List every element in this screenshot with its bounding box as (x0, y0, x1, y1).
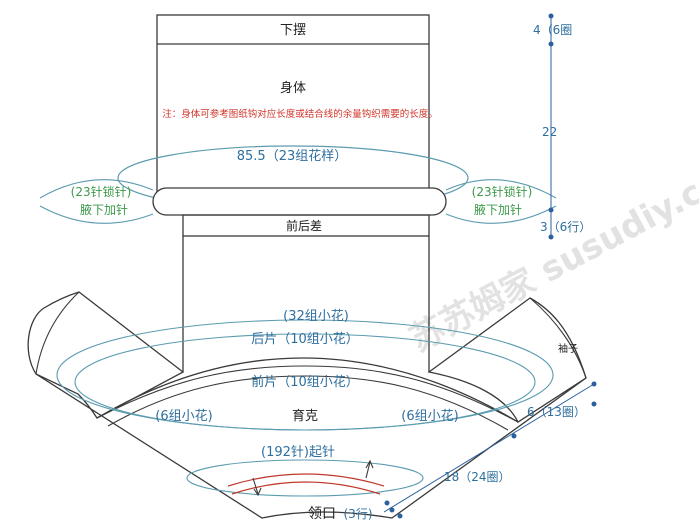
depth-middle-label: 22 (542, 125, 557, 139)
yoke-depth-line (383, 383, 595, 513)
cast-on-label: (192针)起针 (261, 445, 335, 460)
underarm-right-increase: 腋下加针 (474, 202, 522, 217)
left-sleeve-flowers-label: (6组小花) (155, 408, 212, 424)
depth-dot (548, 41, 554, 47)
neckline-ring (186, 459, 424, 497)
yoke-inner-arc (96, 365, 519, 423)
hem-label: 下摆 (280, 23, 306, 38)
yoke-total-label: (32组小花) (283, 308, 349, 324)
depth-bottom-label: 3（6行） (540, 220, 591, 234)
front-back-diff-box (182, 214, 430, 237)
front-back-diff-label: 前后差 (286, 218, 322, 233)
yoke-inner-arc-2 (107, 375, 509, 431)
underarm-band (152, 187, 447, 216)
left-underarm-arc-bottom (39, 205, 154, 224)
neckline-band-inner (231, 481, 381, 495)
yoke-depth-dot (397, 513, 403, 519)
yoke-depth-dot (591, 381, 597, 387)
cast-on-arrowhead-right (365, 459, 374, 469)
neckline-rows-label: (3行) (344, 507, 373, 521)
cast-on-arrow-left (252, 477, 259, 495)
yoke-label: 育克 (292, 408, 318, 424)
depth-top-label: 4（6圈 (533, 23, 572, 37)
body-label: 身体 (280, 80, 306, 96)
neckline-band-outer (227, 473, 385, 487)
yoke-ring-inner (74, 333, 536, 431)
depth-dot (548, 207, 554, 213)
yoke-depth-dot (591, 401, 597, 407)
yoke-outer-edge (35, 373, 587, 519)
underarm-right-stitches: (23针锁针) (472, 184, 533, 199)
right-sleeve-flowers-label: (6组小花) (401, 408, 458, 424)
body-note: 注：身体可参考图纸钩对应长度或结合线的余量钩织需要的长度。 (162, 108, 438, 120)
neckline-label: 领口 (308, 506, 336, 522)
left-sleeve (27, 291, 185, 419)
body-panel (156, 14, 430, 198)
right-underarm-arc-bottom (445, 205, 557, 224)
yoke-depth-large-label: 18（24圈） (444, 470, 511, 484)
back-piece-label: 后片（10组小花） (251, 331, 359, 347)
depth-dot (548, 234, 554, 240)
left-sleeve-cuff (35, 291, 80, 375)
yoke-raglan-arc (96, 357, 519, 423)
cast-on-arrow-right (365, 461, 371, 479)
right-sleeve-cuff (529, 297, 587, 379)
right-underarm-arc-top (445, 179, 557, 199)
depth-dot (548, 13, 554, 19)
front-piece-label: 前片（10组小花） (251, 374, 359, 390)
yoke-depth-dot (384, 500, 390, 506)
yoke-depth-dot (511, 433, 517, 439)
yoke-depth-dot (389, 507, 395, 513)
body-circumference-label: 85.5（23组花样） (237, 148, 348, 164)
underarm-left-stitches: (23针锁针) (71, 184, 132, 199)
yoke-depth-small-label: 6（13圈） (527, 405, 586, 419)
left-underarm-arc-top (39, 179, 154, 199)
underarm-left-increase: 腋下加针 (80, 202, 128, 217)
sleeve-label: 袖子 (558, 342, 578, 355)
cast-on-arrowhead-left (253, 487, 262, 497)
